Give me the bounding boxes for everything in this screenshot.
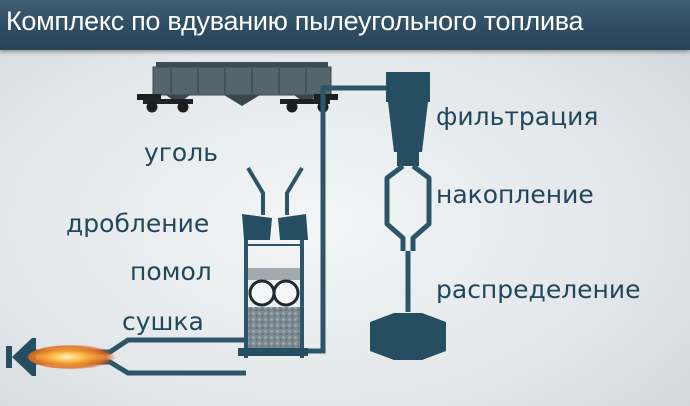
coal-bed [248, 307, 300, 348]
label-crushing: дробление [66, 209, 209, 238]
grinding-rollers-icon [248, 279, 300, 307]
burner-flame-icon [28, 345, 116, 369]
label-drying: сушка [122, 307, 204, 336]
label-coal: уголь [144, 138, 218, 167]
label-storage: накопление [436, 180, 594, 209]
hopper-wagon-icon [137, 62, 338, 113]
mill-unit [238, 166, 308, 358]
crusher-right [278, 214, 308, 240]
crusher-left [242, 214, 272, 240]
storage-vessel [384, 164, 432, 251]
filter-top [386, 72, 430, 102]
burner [6, 338, 116, 376]
label-distribution: распределение [436, 275, 641, 304]
title-bar: Комплекс по вдуванию пылеугольного топли… [0, 0, 690, 50]
label-filtration: фильтрация [436, 102, 598, 131]
page-title: Комплекс по вдуванию пылеугольного топли… [6, 6, 584, 36]
label-grinding: помол [130, 257, 212, 286]
distributor [370, 313, 446, 360]
storage-column [370, 72, 446, 360]
filter-cone [388, 102, 428, 152]
